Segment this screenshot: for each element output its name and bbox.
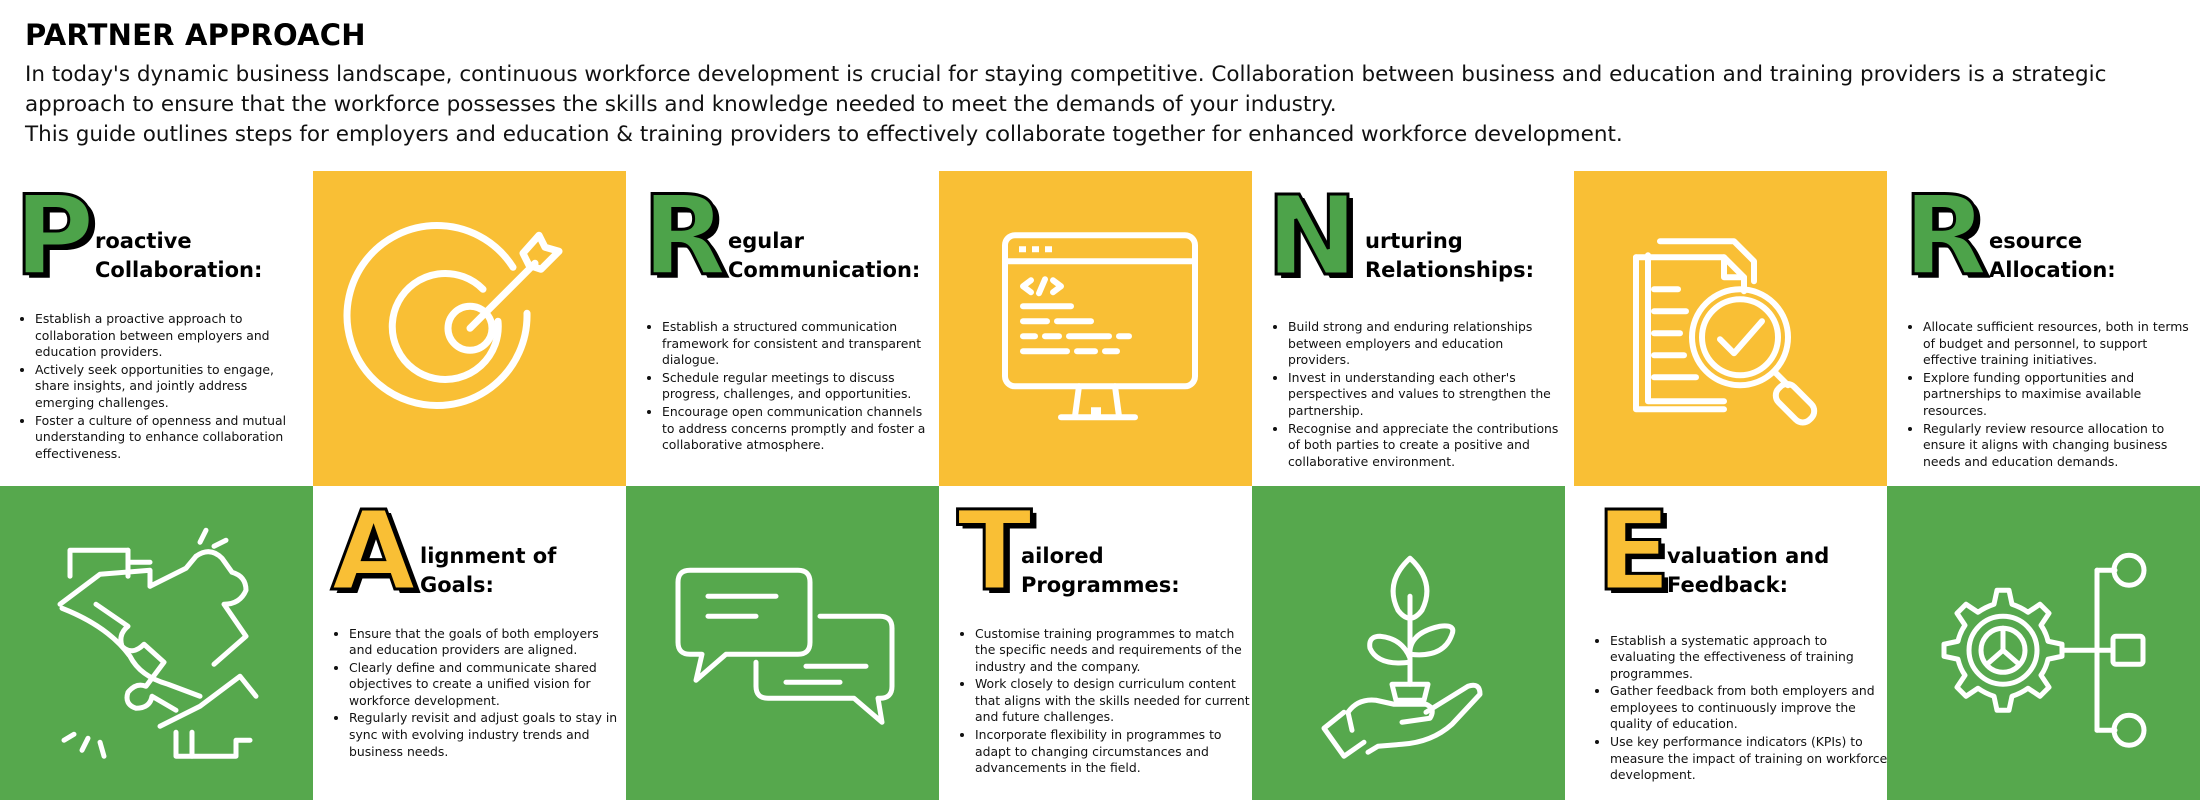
step-heading-line-1: egular [728,229,804,253]
step-proactive-collaboration: P roactive Collaboration: Establish a pr… [0,171,313,486]
step-heading: roactive Collaboration: [95,227,262,285]
list-item: Establish a structured communication fra… [662,319,937,369]
step-letter: N [1264,172,1359,300]
puzzle-hands-icon [57,527,259,759]
step-heading: egular Communication: [728,227,920,285]
step-heading-line-1: roactive [95,229,192,253]
step-heading-line-2: Programmes: [1021,572,1180,597]
list-item: Schedule regular meetings to discuss pro… [662,370,937,403]
list-item: Explore funding opportunities and partne… [1923,370,2200,420]
step-heading: urturing Relationships: [1365,227,1534,285]
document-check-icon [1633,238,1818,426]
step-letter: T [955,486,1033,615]
list-item: Use key performance indicators (KPIs) to… [1610,734,1887,784]
step-letter: P [13,172,97,300]
intro-text: In today's dynamic business landscape, c… [25,60,2185,150]
step-letter: R [641,172,729,300]
step-letter: R [1902,172,1990,300]
gear-tile [1887,485,2200,800]
step-heading-line-1: esource [1989,229,2083,253]
step-heading-line-1: urturing [1365,229,1463,253]
partner-grid: P roactive Collaboration: Establish a pr… [0,171,2200,800]
plant-hand-icon [1321,555,1483,759]
step-points: Allocate sufficient resources, both in t… [1901,319,2200,471]
list-item: Regularly revisit and adjust goals to st… [349,710,619,760]
list-item: Work closely to design curriculum conten… [975,676,1252,726]
step-points: Ensure that the goals of both employers … [327,626,619,762]
target-tile [313,171,626,486]
step-heading-line-2: Goals: [420,572,494,597]
chat-tile [626,485,939,800]
monitor-tile [939,171,1252,486]
plant-tile [1252,485,1565,800]
step-evaluation-and-feedback: E valuation and Feedback: Establish a sy… [1574,485,1887,800]
step-points: Establish a systematic approach to evalu… [1588,633,1887,785]
gear-network-icon [1941,552,2147,748]
list-item: Gather feedback from both employers and … [1610,683,1887,733]
step-tailored-programmes: T ailored Programmes: Customise training… [939,485,1252,800]
list-item: Clearly define and communicate shared ob… [349,660,619,710]
list-item: Regularly review resource allocation to … [1923,421,2200,471]
list-item: Build strong and enduring relationships … [1288,319,1565,369]
step-heading-line-2: Relationships: [1365,258,1534,282]
intro-paragraph-1: In today's dynamic business landscape, c… [25,62,2107,117]
step-points: Customise training programmes to match t… [953,626,1252,778]
intro-paragraph-2: This guide outlines steps for employers … [25,122,1623,147]
step-points: Establish a structured communication fra… [640,319,937,455]
chat-bubbles-icon [675,567,895,725]
step-heading: esource Allocation: [1989,227,2116,285]
step-points: Build strong and enduring relationships … [1266,319,1565,471]
puzzle-tile [0,485,313,800]
step-heading-line-1: valuation and [1667,543,1830,568]
step-heading-line-1: ailored [1021,543,1104,568]
list-item: Recognise and appreciate the contributio… [1288,421,1565,471]
step-heading-line-1: lignment of [420,543,557,568]
monitor-code-icon [1002,232,1198,421]
step-heading-line-2: Communication: [728,258,921,282]
document-tile [1574,171,1887,486]
step-heading: lignment of Goals: [420,542,556,600]
step-resource-allocation: R esource Allocation: Allocate sufficien… [1887,171,2200,486]
step-letter: E [1594,486,1672,615]
list-item: Customise training programmes to match t… [975,626,1252,676]
list-item: Foster a culture of openness and mutual … [35,413,305,463]
list-item: Allocate sufficient resources, both in t… [1923,319,2200,369]
step-heading: ailored Programmes: [1021,542,1180,600]
step-heading-line-2: Collaboration: [95,258,263,282]
step-heading-line-2: Allocation: [1989,258,2116,282]
list-item: Establish a proactive approach to collab… [35,311,305,361]
list-item: Establish a systematic approach to evalu… [1610,633,1887,683]
step-letter: A [329,486,417,615]
step-points: Establish a proactive approach to collab… [13,311,305,463]
list-item: Encourage open communication channels to… [662,404,937,454]
step-nurturing-relationships: N urturing Relationships: Build strong a… [1252,171,1565,486]
list-item: Invest in understanding each other's per… [1288,370,1565,420]
list-item: Incorporate flexibility in programmes to… [975,727,1252,777]
target-icon [343,222,563,409]
step-alignment-of-goals: A lignment of Goals: Ensure that the goa… [313,485,626,800]
step-heading-line-2: Feedback: [1667,572,1789,597]
list-item: Ensure that the goals of both employers … [349,626,619,659]
step-heading: valuation and Feedback: [1667,542,1829,600]
page-title: PARTNER APPROACH [25,18,366,52]
step-regular-communication: R egular Communication: Establish a stru… [626,171,939,486]
list-item: Actively seek opportunities to engage, s… [35,362,305,412]
